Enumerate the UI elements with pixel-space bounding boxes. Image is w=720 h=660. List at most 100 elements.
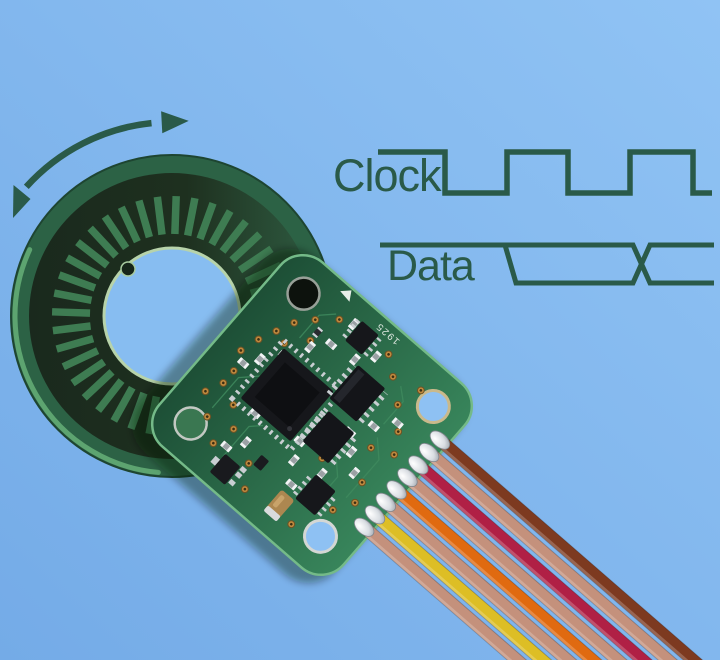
disc-slot [51,308,91,317]
mounting-hole-top [286,276,321,311]
qfp-encoder-asic [228,336,346,454]
disc-slot [237,245,274,274]
disc-slot [95,378,125,413]
copper-traces [211,313,404,508]
disc-slot [55,334,95,353]
chip-resistor [304,340,317,354]
clock-waveform-path [378,149,712,196]
pcb-board: 1925 [132,248,720,660]
via-hole [313,318,317,322]
mounting-hole-left [173,406,208,441]
qfp-leads [228,336,346,454]
chip-resistor [367,420,380,433]
solder-joints [353,430,451,537]
chip-resistor [369,350,382,363]
via-hole [205,415,209,418]
arrow-arc [23,119,152,189]
via-hole [243,487,247,491]
disc-slot [52,322,92,335]
data-waveform [380,242,714,286]
rotation-arrow-icon [13,111,189,218]
via-hole [419,389,423,392]
disc-slot [70,358,107,387]
chip-resistor [239,436,252,449]
ic-chip-small [292,472,338,517]
pin1-marker [340,290,352,302]
disc-slot [101,214,130,251]
disc-slot [208,209,234,247]
wire-highlight [420,450,720,660]
via-hole [396,430,400,433]
disc-slot [153,196,166,236]
via-hole [387,353,390,356]
via-hole [232,427,235,431]
solder-joint [353,517,375,537]
copper-trace [345,437,380,499]
disc-slot [75,239,110,269]
solder-joint [375,492,396,512]
ic-chip-top [342,318,382,357]
wire-highlight [366,513,720,660]
copper-trace [383,386,404,425]
disc-slot [65,254,103,280]
disc-slot [57,271,97,292]
sot23-transistor [253,455,269,471]
chip-resistor [253,352,266,366]
data-valid-segment-b [502,242,714,286]
via-hole [239,349,243,352]
via-hole [353,501,357,505]
solder-joint [418,443,440,463]
chip-resistor [293,435,306,448]
via-hole [221,381,225,385]
disc-slot [53,289,93,305]
chip-resistor [391,417,404,430]
via-hole [232,369,236,373]
disc-slot [183,197,199,237]
disc-slot [87,225,119,259]
mounting-hole-right [415,389,451,425]
disc-slot [110,385,136,423]
qfp-die-area [254,362,320,428]
via-hole [292,321,296,324]
solder-joint [397,467,418,487]
soic-chip-1 [326,363,388,424]
wire-highlight [377,500,720,660]
via-hole [338,318,341,321]
wire-highlight [409,463,720,660]
via-hole [331,508,335,512]
clock-waveform [378,149,712,196]
disc-index-notch [120,261,136,277]
chip-resistor [236,357,250,370]
via-hole [289,522,293,526]
solder-joint [364,505,386,525]
via-hole [396,403,400,407]
via-hole [275,329,278,333]
solder-joint [386,480,407,500]
tantalum-capacitor [264,490,294,521]
wire-highlight [387,488,720,660]
chip-resistor [348,353,361,366]
solder-joint [429,430,451,450]
via-hole [232,403,235,407]
chip-resistor [220,440,233,453]
via-hole [360,481,364,484]
copper-trace [299,313,337,339]
disc-slot [61,347,100,371]
disc-slot [81,369,115,401]
dark-passive [312,326,324,339]
solder-joint [408,455,429,475]
via-hole [391,375,395,379]
via-hole [257,338,260,341]
chip-resistor [345,445,358,459]
disc-slot [171,195,180,235]
disc-slot [229,231,263,263]
arrow-head-right [161,111,189,134]
copper-trace [222,424,264,458]
chip-resistor [285,478,298,491]
chip-resistor [348,466,361,480]
clock-label: Clock [333,150,442,201]
mounting-hole-bottom [302,518,338,554]
disc-slot [117,205,141,244]
